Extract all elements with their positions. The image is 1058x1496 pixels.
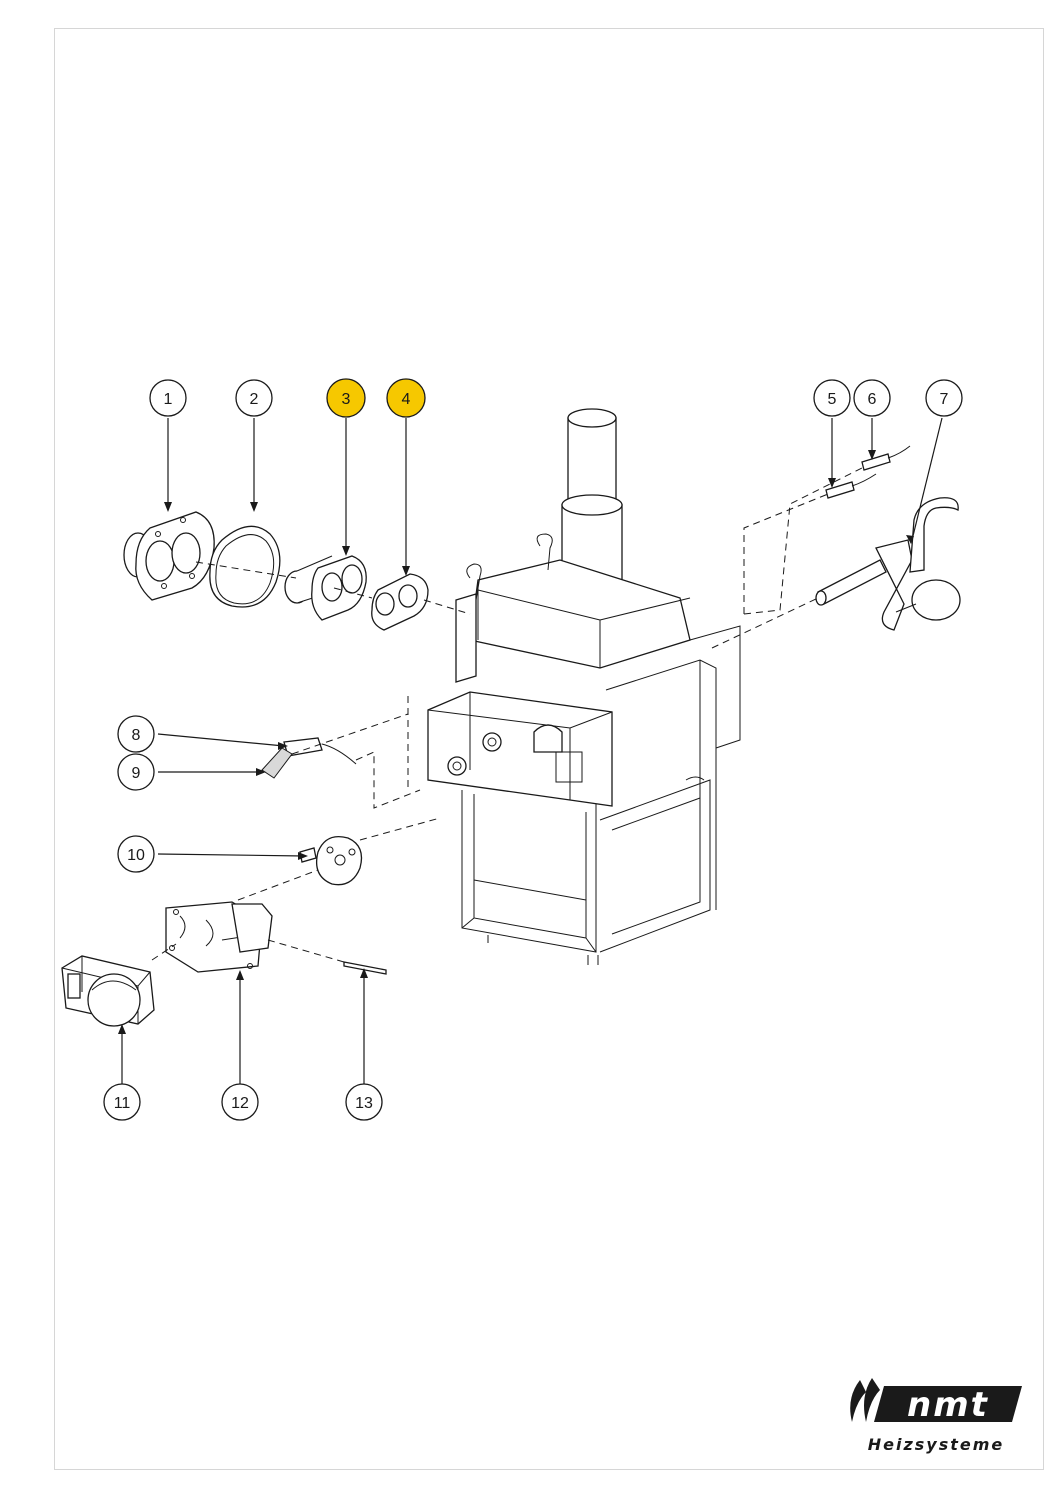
drawing-sheet-border [54,28,1044,1470]
logo-swoosh-icon [850,1380,866,1422]
callout-7: 7 [925,379,963,417]
callout-13: 13 [345,1083,383,1121]
callout-label: 8 [132,727,141,744]
part-12-mounting-plate [165,901,273,973]
callout-4-highlighted: 4 [386,378,426,418]
part-5-6-electrodes [825,445,911,499]
part-10-valve [299,835,363,886]
logo-badge [874,1386,1022,1422]
logo-subtitle: Heizsysteme [868,1435,1005,1454]
leader-arrowheads [118,450,914,1034]
assembly-lines [151,467,863,963]
callout-label: 7 [940,391,949,408]
part-4-gasket-plate [371,573,429,631]
callout-label: 13 [355,1095,373,1112]
part-13-shaft [343,961,387,975]
callout-label: 9 [132,765,141,782]
callout-label: 4 [402,391,411,408]
callout-3-highlighted: 3 [326,378,366,418]
callout-5: 5 [813,379,851,417]
callout-6: 6 [853,379,891,417]
callout-9: 9 [117,753,155,791]
part-2-gasket [209,525,281,608]
highlight-marker [326,378,366,418]
callout-label: 10 [127,847,145,864]
callout-1: 1 [149,379,187,417]
callout-label: 5 [828,391,837,408]
callout-label: 1 [164,391,173,408]
burner-housing [427,408,741,965]
callout-label: 3 [342,391,351,408]
callout-11: 11 [103,1083,141,1121]
callout-12: 12 [221,1083,259,1121]
callout-8: 8 [117,715,155,753]
callout-label: 2 [250,391,259,408]
callout-label: 12 [231,1095,249,1112]
leader-lines [121,417,943,1084]
part-8-9-sensors [261,737,357,779]
callout-10: 10 [117,835,155,873]
part-7-nozzle-assembly [815,497,961,631]
callout-2: 2 [235,379,273,417]
highlight-marker [386,378,426,418]
nmt-logo: nmt Heizsysteme [850,1378,1022,1454]
part-3-tube-flange [284,555,367,621]
callout-label: 11 [114,1095,131,1112]
part-11-motor [61,955,155,1027]
part-1-flange [123,511,215,601]
logo-brand: nmt [907,1385,989,1425]
callout-label: 6 [868,391,877,408]
